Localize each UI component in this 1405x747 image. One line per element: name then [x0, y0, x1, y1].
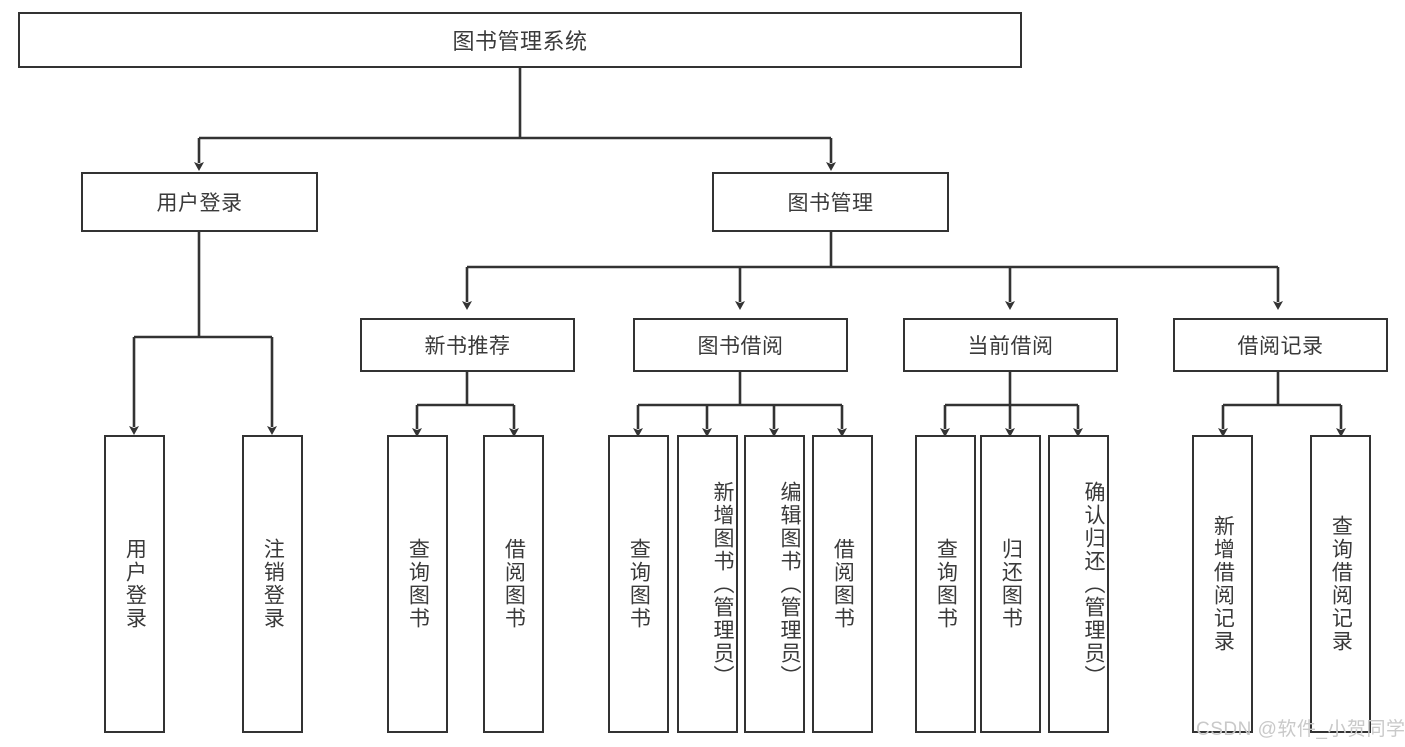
- node-leaf-borrow-book[interactable]: 借阅图书: [812, 435, 873, 733]
- node-label: 用户登录: [156, 192, 243, 215]
- node-label: 当前借阅: [967, 335, 1054, 358]
- node-label: 借阅图书: [502, 538, 526, 630]
- node-new-book-recommend[interactable]: 新书推荐: [360, 318, 575, 372]
- node-label: 编辑图书（管理员）: [778, 480, 801, 688]
- node-label: 确认归还（管理员）: [1082, 480, 1105, 688]
- node-root-book-management-system[interactable]: 图书管理系统: [18, 12, 1022, 68]
- node-label: 用户登录: [123, 538, 147, 630]
- node-label: 查询图书: [627, 538, 651, 630]
- node-leaf-query-borrow-record[interactable]: 查询借阅记录: [1310, 435, 1371, 733]
- node-label: 查询图书: [406, 538, 430, 630]
- node-leaf-query-book-borrow[interactable]: 查询图书: [608, 435, 669, 733]
- node-label: 借阅图书: [831, 538, 855, 630]
- node-user-login[interactable]: 用户登录: [81, 172, 318, 232]
- node-label: 查询图书: [934, 538, 958, 630]
- node-book-management[interactable]: 图书管理: [712, 172, 949, 232]
- node-label: 图书借阅: [697, 335, 784, 358]
- node-label: 新增图书（管理员）: [711, 480, 734, 688]
- node-leaf-query-book-recommend[interactable]: 查询图书: [387, 435, 448, 733]
- node-current-borrow[interactable]: 当前借阅: [903, 318, 1118, 372]
- node-leaf-user-login[interactable]: 用户登录: [104, 435, 165, 733]
- node-label: 图书管理系统: [452, 29, 588, 54]
- node-leaf-borrow-book-recommend[interactable]: 借阅图书: [483, 435, 544, 733]
- node-label: 注销登录: [261, 538, 285, 630]
- node-borrow-record[interactable]: 借阅记录: [1173, 318, 1388, 372]
- node-label: 查询借阅记录: [1329, 515, 1353, 653]
- node-label: 新增借阅记录: [1211, 515, 1235, 653]
- node-label: 图书管理: [787, 192, 874, 215]
- node-leaf-return-book[interactable]: 归还图书: [980, 435, 1041, 733]
- node-leaf-edit-book-admin[interactable]: 编辑图书（管理员）: [744, 435, 805, 733]
- node-label: 新书推荐: [424, 335, 511, 358]
- watermark-text: CSDN @软件_小贺同学: [1196, 719, 1405, 740]
- node-leaf-query-book-current[interactable]: 查询图书: [915, 435, 976, 733]
- node-book-borrow[interactable]: 图书借阅: [633, 318, 848, 372]
- node-leaf-logout[interactable]: 注销登录: [242, 435, 303, 733]
- node-leaf-confirm-return-admin[interactable]: 确认归还（管理员）: [1048, 435, 1109, 733]
- node-leaf-add-book-admin[interactable]: 新增图书（管理员）: [677, 435, 738, 733]
- csdn-watermark: CSDN @软件_小贺同学: [1196, 714, 1405, 741]
- node-leaf-add-borrow-record[interactable]: 新增借阅记录: [1192, 435, 1253, 733]
- node-label: 归还图书: [999, 538, 1023, 630]
- node-label: 借阅记录: [1237, 335, 1324, 358]
